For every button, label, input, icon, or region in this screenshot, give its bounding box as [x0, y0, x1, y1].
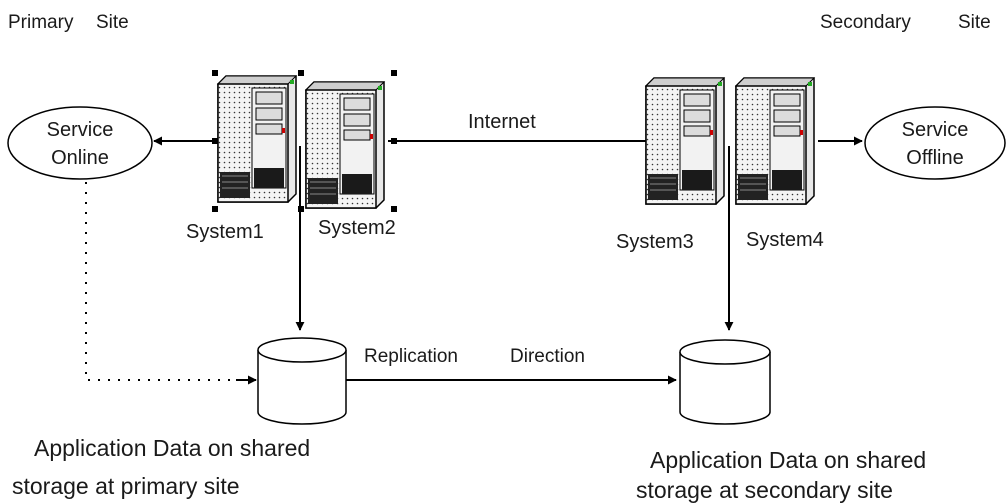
- service-offline-line1: Service: [902, 119, 969, 141]
- secondary-site-label-word2: Site: [958, 12, 991, 33]
- service-offline-node: Service Offline: [864, 106, 1006, 180]
- primary-storage-caption-line1: Application Data on shared: [34, 435, 310, 461]
- service-data-dotted-link: [85, 182, 254, 381]
- secondary-site-label-word1: Secondary: [820, 12, 911, 33]
- replication-label-word2: Direction: [510, 346, 585, 367]
- secondary-storage-caption-line1: Application Data on shared: [650, 447, 926, 473]
- system3-server-icon: [645, 77, 725, 205]
- secondary-storage-caption-line2: storage at secondary site: [636, 477, 893, 503]
- replication-label-word1: Replication: [364, 346, 458, 367]
- system4-label: System4: [746, 229, 824, 251]
- secondary-storage-disk-icon: [679, 339, 771, 425]
- primary-site-label-word1: Primary: [8, 12, 74, 33]
- service-online-line2: Online: [51, 147, 109, 169]
- system2-label: System2: [318, 217, 396, 239]
- system2-server-icon: [305, 81, 385, 209]
- system1-label: System1: [186, 221, 264, 243]
- primary-storage-disk-icon: [257, 337, 347, 425]
- service-online-node: Service Online: [7, 106, 153, 180]
- system3-label: System3: [616, 231, 694, 253]
- primary-storage-caption-line2: storage at primary site: [12, 473, 240, 499]
- system1-server-icon: [217, 75, 297, 203]
- service-offline-line2: Offline: [906, 147, 963, 169]
- system4-server-icon: [735, 77, 815, 205]
- service-online-line1: Service: [47, 119, 114, 141]
- primary-site-label-word2: Site: [96, 12, 129, 33]
- internet-label: Internet: [468, 111, 536, 133]
